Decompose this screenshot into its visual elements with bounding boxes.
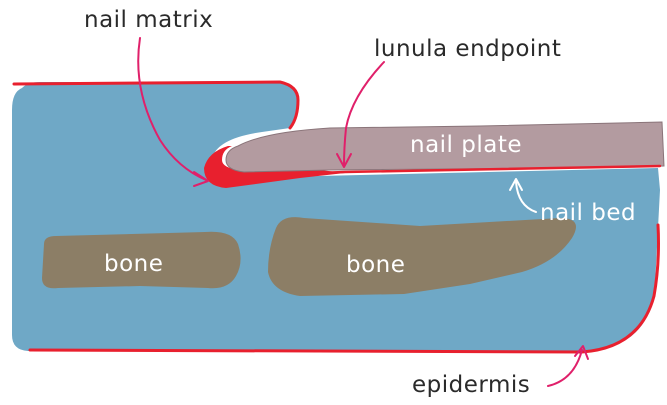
lunula-endpoint-label: lunula endpoint — [374, 36, 561, 62]
nail-bed-label: nail bed — [540, 200, 636, 226]
bone-left-label: bone — [104, 251, 163, 277]
nail-plate-label: nail plate — [410, 132, 522, 158]
bone-right-label: bone — [346, 252, 405, 278]
nail-matrix-label: nail matrix — [84, 7, 213, 33]
epidermis-label: epidermis — [412, 372, 530, 398]
epidermis-pointer-arrow — [548, 350, 582, 386]
